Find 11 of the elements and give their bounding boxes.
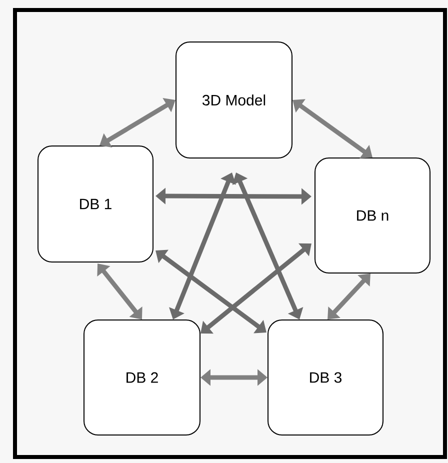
- double-arrow: [200, 243, 312, 334]
- double-arrow: [156, 250, 266, 334]
- database-box: DB 1: [38, 146, 154, 262]
- double-arrow: [100, 98, 176, 148]
- double-arrow: [328, 274, 370, 320]
- database-box: DB 2: [84, 320, 200, 436]
- database-box: 3D Model: [176, 42, 292, 158]
- database-box: DB n: [314, 158, 430, 274]
- double-arrow: [292, 99, 372, 158]
- database-box: DB 3: [268, 320, 384, 436]
- double-arrow: [97, 264, 142, 320]
